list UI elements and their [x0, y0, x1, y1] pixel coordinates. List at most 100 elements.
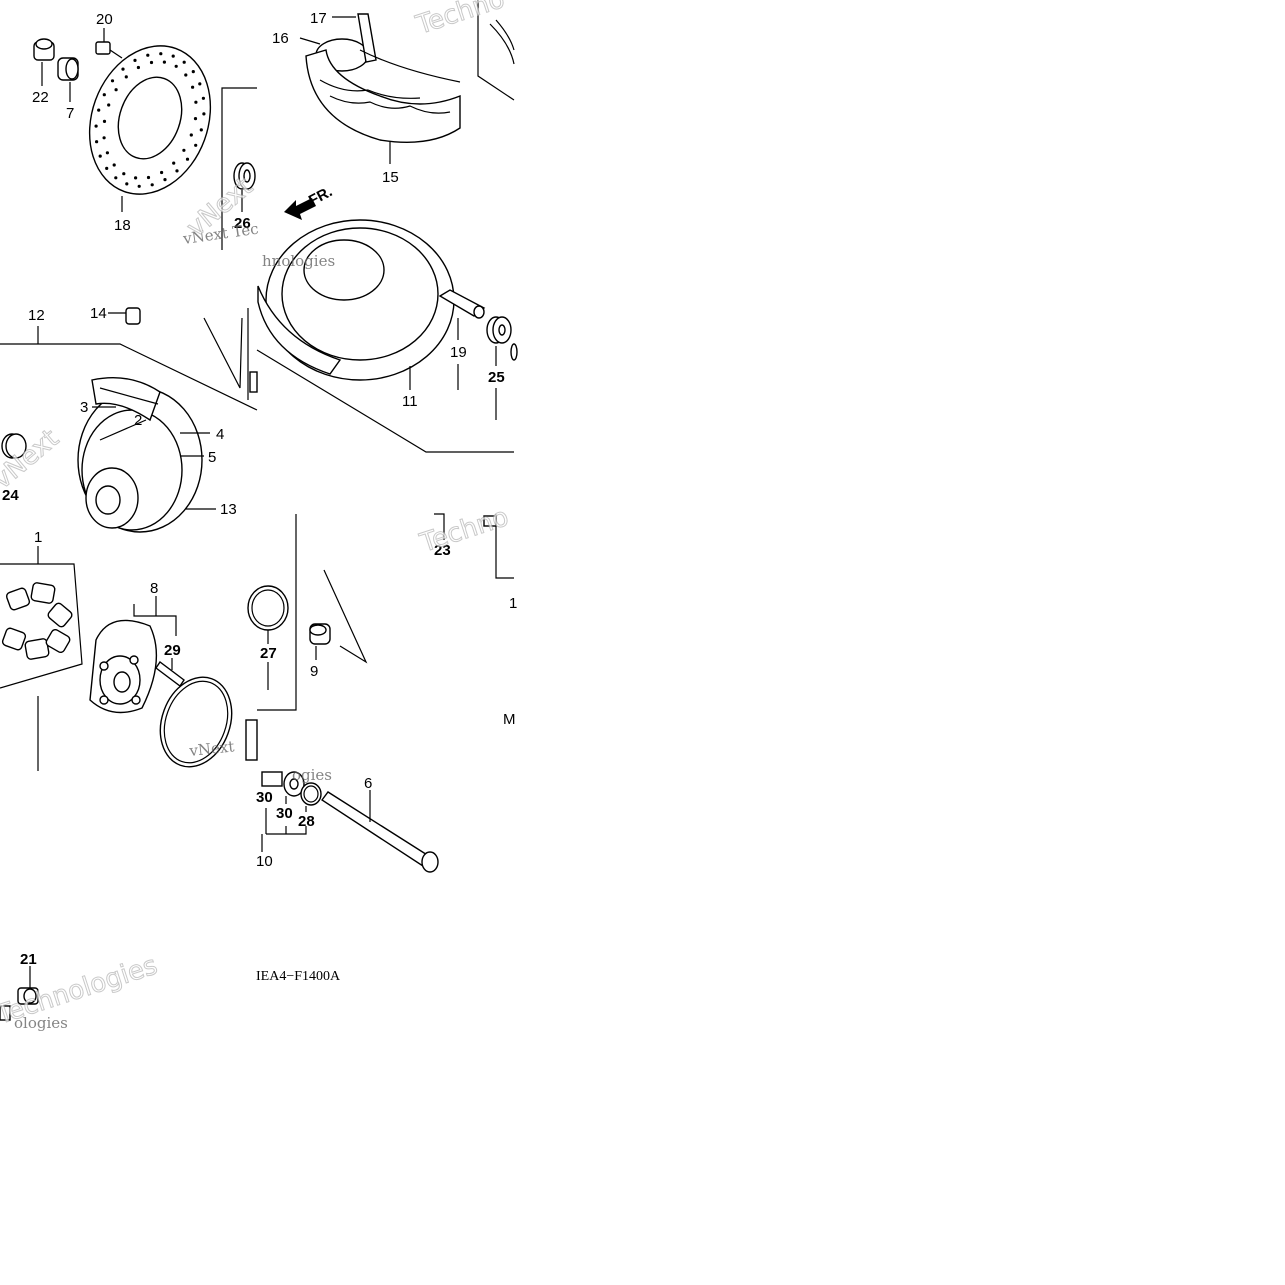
callout-26: 26	[234, 215, 251, 232]
disc-hole	[102, 93, 106, 97]
wheel-part-13	[77, 377, 203, 533]
disc-hole	[102, 119, 107, 123]
callout-12: 12	[28, 307, 45, 324]
stud-part-29	[155, 660, 185, 688]
callout-16: 16	[272, 30, 289, 47]
callout-21: 21	[20, 951, 37, 968]
wheel-part-11	[257, 219, 455, 381]
watermark: vNext	[188, 737, 236, 760]
disc-hole	[150, 183, 154, 187]
disc-hole	[107, 103, 111, 107]
tire-tile	[284, 0, 515, 220]
disc-hole	[185, 157, 190, 161]
disc-hole	[134, 176, 138, 180]
callout-18: 18	[114, 217, 131, 234]
callout-28: 28	[298, 813, 315, 830]
callout-5: 5	[208, 449, 216, 466]
watermark: Techno	[416, 502, 512, 559]
damper-rubber-part-1	[1, 582, 73, 660]
callout-8: 8	[150, 580, 158, 597]
callout-6: 6	[364, 775, 372, 792]
callout-30b: 30	[276, 805, 293, 822]
o-ring-part-27	[247, 585, 289, 631]
disc-hole	[159, 52, 163, 56]
disc-hole	[105, 166, 109, 170]
disc-hole	[191, 70, 195, 74]
collar-part-9	[309, 623, 331, 645]
disc-hole	[198, 82, 202, 86]
bearing-part-24	[1, 433, 27, 459]
watermarks: Techno vNext Tec Techno vNext vNext Tech…	[0, 0, 513, 1032]
disc-hole	[201, 96, 205, 100]
watermark: Techno	[412, 0, 508, 41]
disc-hole	[114, 176, 118, 180]
wheel-left-tile	[0, 307, 258, 533]
seal-part-30	[283, 771, 305, 797]
disc-hole	[182, 148, 186, 152]
diagram-code: IEA4−F1400A	[256, 969, 341, 984]
callout-9: 9	[310, 663, 318, 680]
disc-hole	[122, 172, 126, 176]
disc-hole	[194, 143, 198, 147]
disc-hole	[189, 133, 193, 137]
snap-ring	[159, 676, 233, 768]
disc-hole	[172, 161, 176, 165]
disc-hole	[174, 64, 178, 68]
nut-tile	[0, 966, 39, 1021]
collar-part-30	[261, 771, 283, 787]
callout-29: 29	[164, 642, 181, 659]
disc-hole	[114, 88, 118, 92]
callout-1: 1	[34, 529, 42, 546]
o-ring-part-28	[300, 782, 322, 806]
bearing-part-26	[233, 162, 256, 190]
disc-hole	[146, 175, 151, 180]
callout-22: 22	[32, 89, 49, 106]
disc-hole	[136, 65, 140, 70]
disc-hole	[98, 154, 102, 158]
callout-4: 4	[216, 426, 224, 443]
disc-hole	[160, 170, 164, 175]
balance-weight-part-14	[125, 307, 141, 325]
callout-labels: 20 22 7 18 26 17 16 15 14 12 3 2 4 5 24 …	[2, 10, 517, 984]
collar-part-7	[57, 57, 79, 81]
callout-3: 3	[80, 399, 88, 416]
disc-hole	[194, 100, 198, 104]
disc-hole	[94, 124, 98, 128]
callout-30a: 30	[256, 789, 273, 806]
callout-10: 10	[256, 853, 273, 870]
disc-hole	[199, 128, 203, 132]
disc-hole	[105, 151, 109, 155]
callout-11: 11	[402, 393, 418, 410]
brake-disc-tile	[33, 28, 257, 250]
disc-hole	[121, 67, 125, 71]
damper-tile	[0, 546, 258, 771]
callout-15: 15	[382, 169, 399, 186]
disc-hole	[182, 60, 186, 64]
callout-24: 24	[2, 487, 19, 504]
disc-hole	[102, 136, 106, 140]
callout-7: 7	[66, 105, 74, 122]
callout-23: 23	[434, 542, 451, 559]
callout-20: 20	[96, 11, 113, 28]
front-direction-arrow	[284, 198, 316, 220]
disc-hole	[202, 112, 206, 116]
callout-19: 19	[450, 344, 467, 361]
callout-m: M	[503, 711, 516, 728]
disc-hole	[193, 117, 198, 121]
disc-hole	[124, 75, 128, 79]
wheel-right-tile	[256, 219, 518, 453]
disc-hole	[191, 85, 195, 89]
disc-hole	[146, 53, 150, 57]
disc-hole	[162, 60, 166, 64]
callout-13: 13	[220, 501, 237, 518]
tire-part-15	[305, 49, 461, 143]
disc-hole	[125, 182, 129, 186]
bolt-part-20	[95, 41, 123, 59]
watermark: ogies	[292, 766, 332, 784]
callout-1-right: 1	[509, 595, 517, 612]
nut-part-21	[0, 987, 39, 1021]
disc-hole	[112, 163, 116, 167]
watermark: hnologies	[262, 252, 335, 270]
nut-part-22	[33, 38, 55, 61]
